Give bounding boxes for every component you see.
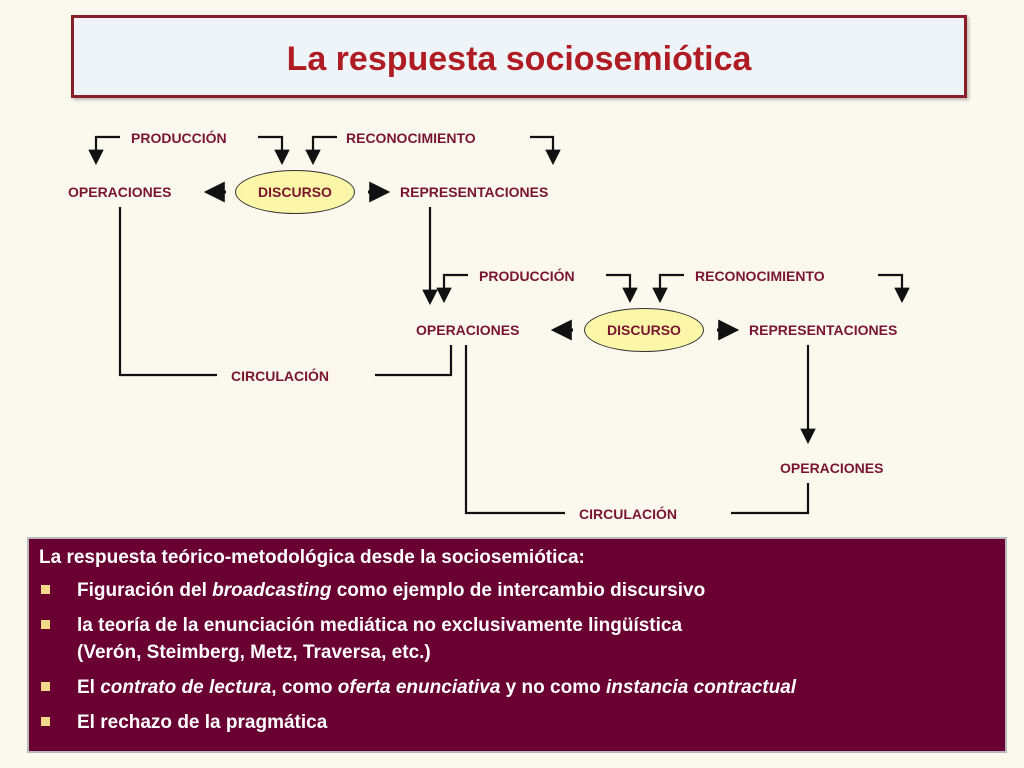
bullet-item: El rechazo de la pragmática <box>39 709 995 736</box>
label-circulacion: CIRCULACIÓN <box>231 368 329 384</box>
label-reconocimiento: RECONOCIMIENTO <box>695 268 825 284</box>
label-produccion: PRODUCCIÓN <box>479 268 575 284</box>
bullet-item: Figuración del broadcasting como ejemplo… <box>39 577 995 604</box>
slide-title: La respuesta sociosemiótica <box>286 40 752 78</box>
bent-arrow <box>652 273 684 304</box>
bent-arrow <box>305 135 337 166</box>
bullet-item: la teoría de la enunciación mediática no… <box>39 612 995 666</box>
discurso-ellipse: DISCURSO <box>584 308 704 352</box>
label-produccion: PRODUCCIÓN <box>131 130 227 146</box>
semiosis-diagram: PRODUCCIÓN RECONOCIMIENTO OPERACIONES DI… <box>68 130 910 522</box>
bullet-square-icon <box>41 620 50 629</box>
bent-arrow <box>530 135 561 166</box>
bullet-item: El contrato de lectura, como oferta enun… <box>39 674 995 701</box>
label-representaciones: REPRESENTACIONES <box>749 322 898 338</box>
info-box: La respuesta teórico-metodológica desde … <box>27 537 1007 753</box>
circulation-line <box>464 345 565 515</box>
label-reconocimiento: RECONOCIMIENTO <box>346 130 476 146</box>
label-discurso: DISCURSO <box>258 184 332 200</box>
bullet-square-icon <box>41 585 50 594</box>
circulation-line <box>375 345 453 377</box>
bent-arrow <box>88 135 120 166</box>
bullet-square-icon <box>41 717 50 726</box>
bent-arrow <box>436 273 468 304</box>
info-heading: La respuesta teórico-metodológica desde … <box>39 547 585 568</box>
bent-arrow <box>878 273 910 304</box>
bullet-square-icon <box>41 682 50 691</box>
label-operaciones: OPERACIONES <box>68 184 172 200</box>
label-operaciones: OPERACIONES <box>416 322 520 338</box>
bent-arrow <box>258 135 290 166</box>
label-circulacion: CIRCULACIÓN <box>579 506 677 522</box>
circulation-line <box>118 207 217 377</box>
diagram-connectors <box>88 135 910 515</box>
label-operaciones: OPERACIONES <box>780 460 884 476</box>
bullet-list: Figuración del broadcasting como ejemplo… <box>39 577 995 736</box>
bent-arrow <box>606 273 638 304</box>
circulation-line <box>731 483 810 515</box>
label-representaciones: REPRESENTACIONES <box>400 184 549 200</box>
title-box: La respuesta sociosemiótica <box>71 15 967 98</box>
label-discurso: DISCURSO <box>607 322 681 338</box>
discurso-ellipse: DISCURSO <box>235 170 355 214</box>
